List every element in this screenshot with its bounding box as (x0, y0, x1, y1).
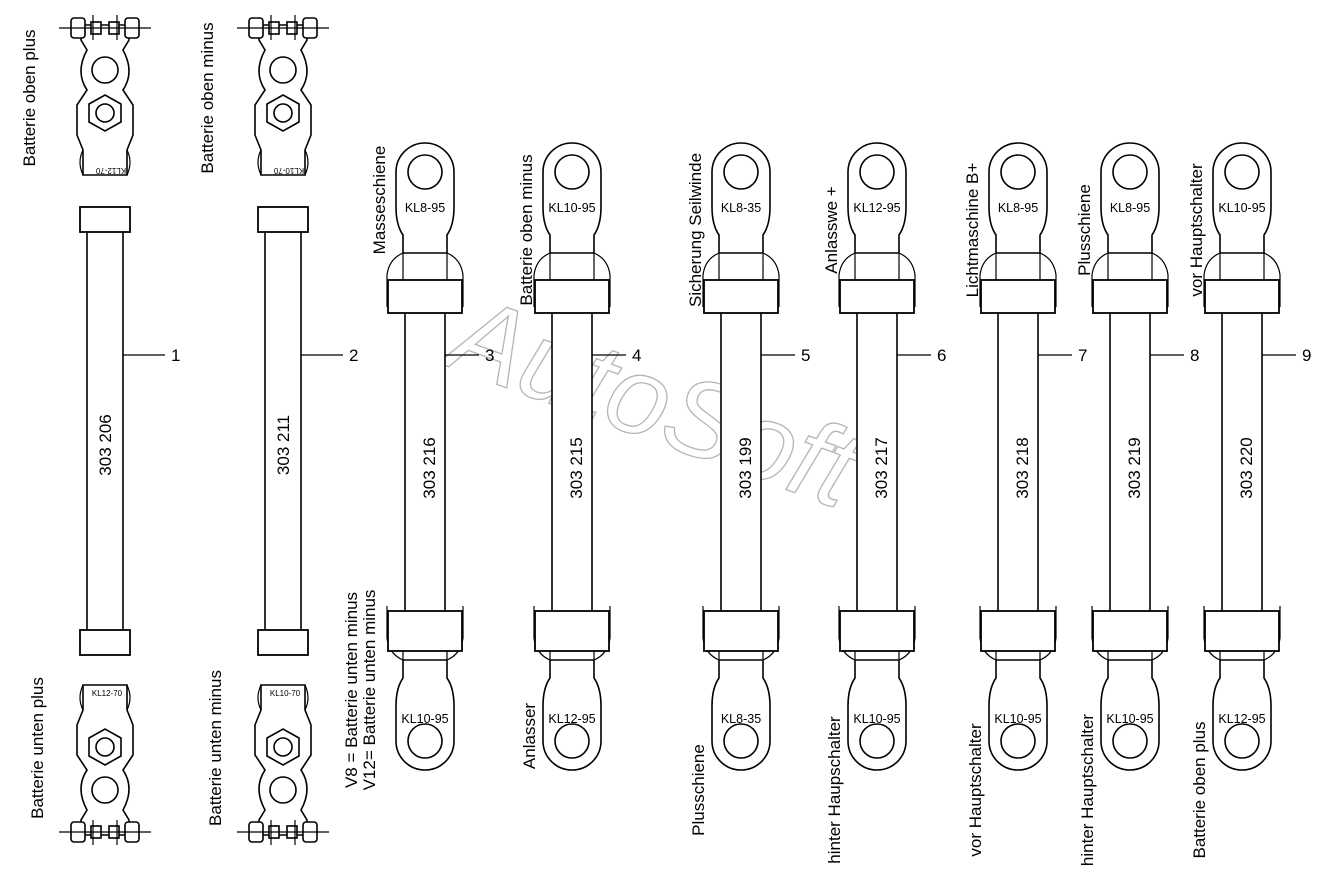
part-number: 303 215 (567, 437, 586, 498)
bottom-connection-label: Batterie unten plus (28, 677, 47, 819)
top-lug-stamp: KL8-95 (405, 201, 445, 215)
item-number: 7 (1078, 346, 1087, 365)
part-number: 303 220 (1237, 437, 1256, 498)
bottom-clamp-stamp: KL12-70 (92, 689, 123, 698)
top-connection-label: Anlasswe + (822, 186, 841, 273)
bottom-sleeve (839, 610, 915, 652)
bottom-sleeve (534, 610, 610, 652)
top-sleeve (387, 279, 463, 314)
top-lug-stamp: KL12-95 (853, 201, 900, 215)
bottom-sleeve (387, 610, 463, 652)
top-connection-label: Batterie oben plus (20, 29, 39, 166)
top-sleeve (257, 206, 309, 233)
part-number: 303 218 (1013, 437, 1032, 498)
item-number: 2 (349, 346, 358, 365)
top-connection-label: Batterie oben minus (198, 22, 217, 173)
bottom-lug-stamp: KL10-95 (1106, 712, 1153, 726)
bottom-battery-clamp (58, 684, 152, 846)
item-number: 5 (801, 346, 810, 365)
bottom-sleeve (1204, 610, 1280, 652)
item-number: 6 (937, 346, 946, 365)
item-number: 4 (632, 346, 641, 365)
item-number: 3 (485, 346, 494, 365)
bottom-clamp-stamp: KL10-70 (270, 689, 301, 698)
part-number: 303 217 (872, 437, 891, 498)
bottom-lug-stamp: KL12-95 (548, 712, 595, 726)
bottom-connection-label: hinter Haupschalter (825, 716, 844, 864)
bottom-connection-label: Batterie oben plus (1190, 721, 1209, 858)
part-number: 303 199 (736, 437, 755, 498)
part-number: 303 216 (420, 437, 439, 498)
top-sleeve (703, 279, 779, 314)
top-battery-clamp (58, 14, 152, 176)
top-lug-stamp: KL10-95 (1218, 201, 1265, 215)
top-connection-label: Lichtmaschine B+ (963, 163, 982, 298)
bottom-lug-stamp: KL12-95 (1218, 712, 1265, 726)
top-lug-stamp: KL8-95 (998, 201, 1038, 215)
top-clamp-stamp: KL12-70 (95, 166, 126, 175)
top-sleeve (79, 206, 131, 233)
bottom-sleeve (980, 610, 1056, 652)
bottom-battery-clamp (236, 684, 330, 846)
part-number: 303 219 (1125, 437, 1144, 498)
item-number: 8 (1190, 346, 1199, 365)
watermark: AutoSoft (429, 270, 877, 533)
item-number: 9 (1302, 346, 1311, 365)
top-connection-label: vor Hauptschalter (1187, 163, 1206, 297)
top-sleeve (839, 279, 915, 314)
bottom-lug-stamp: KL8-35 (721, 712, 761, 726)
bottom-connection-label: V12= Batterie unten minus (360, 590, 379, 791)
item-number: 1 (171, 346, 180, 365)
bottom-connection-label: Batterie unten minus (206, 670, 225, 826)
bottom-sleeve (1092, 610, 1168, 652)
bottom-lug-stamp: KL10-95 (853, 712, 900, 726)
top-lug-stamp: KL10-95 (548, 201, 595, 215)
bottom-connection-label: Plusschiene (689, 744, 708, 836)
part-number: 303 206 (96, 414, 115, 475)
bottom-sleeve (703, 610, 779, 652)
top-sleeve (1204, 279, 1280, 314)
top-lug-stamp: KL8-95 (1110, 201, 1150, 215)
bottom-connection-label: vor Hauptschalter (966, 723, 985, 857)
top-connection-label: Plusschiene (1075, 184, 1094, 276)
top-sleeve (1092, 279, 1168, 314)
top-connection-label: Batterie oben minus (517, 154, 536, 305)
top-clamp-stamp: KL10-70 (273, 166, 304, 175)
bottom-connection-label: hinter Hauptschalter (1078, 714, 1097, 866)
part-number: 303 211 (274, 415, 293, 475)
top-lug-stamp: KL8-35 (721, 201, 761, 215)
top-sleeve (534, 279, 610, 314)
top-battery-clamp (236, 14, 330, 176)
bottom-lug-stamp: KL10-95 (401, 712, 448, 726)
bottom-sleeve (257, 629, 309, 656)
bottom-connection-label: V8 = Batterie unten minus (342, 592, 361, 788)
bottom-sleeve (79, 629, 131, 656)
top-sleeve (980, 279, 1056, 314)
top-connection-label: Masseschiene (370, 146, 389, 255)
bottom-lug-stamp: KL10-95 (994, 712, 1041, 726)
top-connection-label: Sicherung Seilwinde (686, 153, 705, 307)
bottom-connection-label: Anlasser (520, 703, 539, 769)
